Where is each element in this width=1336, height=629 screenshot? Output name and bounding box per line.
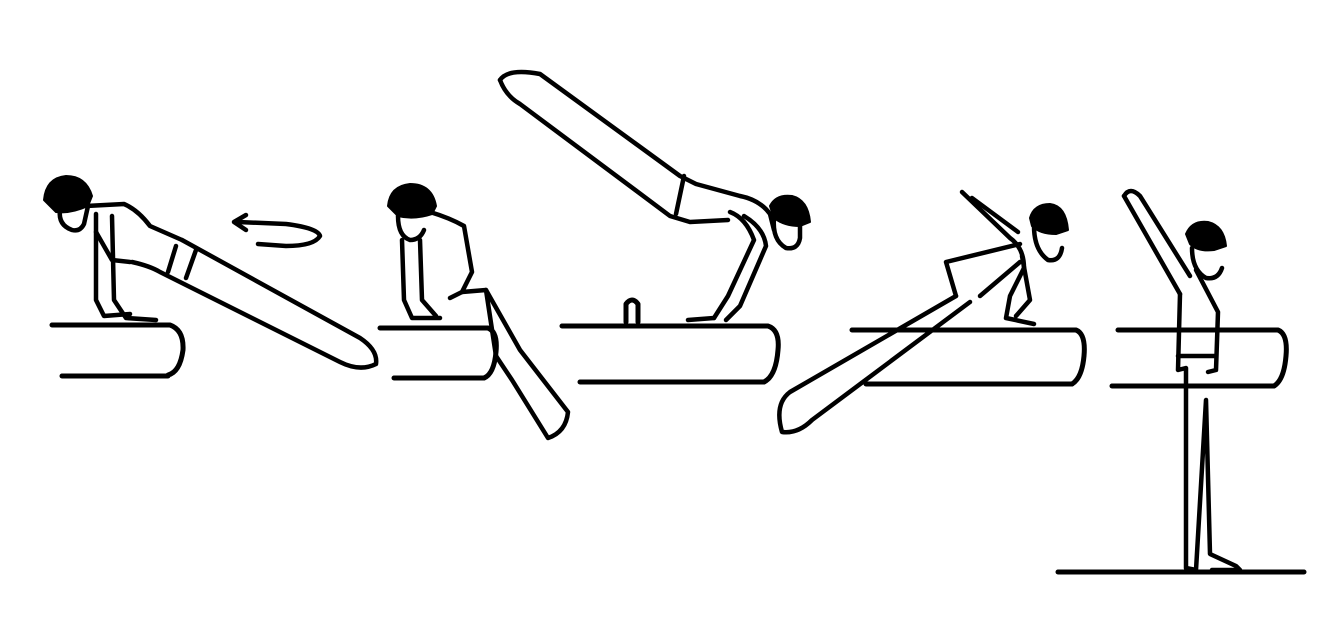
frame-5-landing (1058, 191, 1304, 572)
gymnast-5 (1124, 191, 1240, 570)
frame-1-front-support (44, 176, 376, 376)
gymnast-4 (779, 192, 1068, 432)
gymnast-2 (388, 184, 568, 438)
frame-3-pike-flight (500, 72, 810, 382)
beam-segment-2 (380, 328, 496, 378)
frame-2-under-swing (380, 184, 568, 438)
beam-segment-1 (52, 325, 183, 376)
gymnast-3 (500, 72, 810, 320)
frame-4-rear-support (779, 192, 1084, 432)
gymnast-1 (44, 176, 376, 368)
rotation-arrow-icon (234, 215, 320, 246)
beam-segment-3 (562, 300, 778, 382)
